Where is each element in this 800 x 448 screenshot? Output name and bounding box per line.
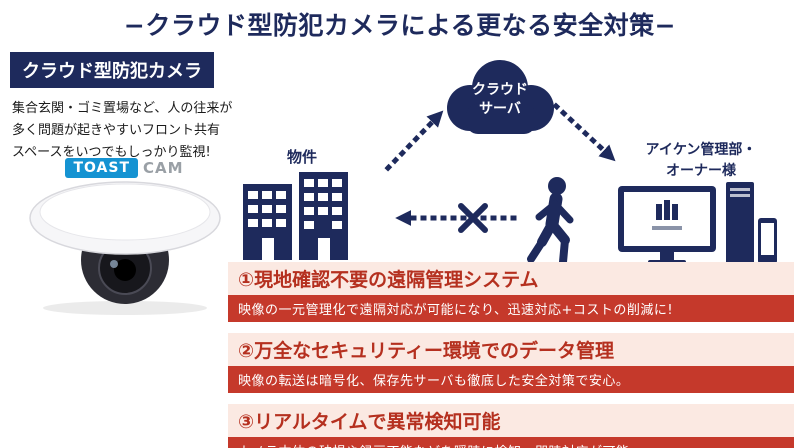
toastcam-logo: TOAST CAM [22,158,227,178]
description-text: 集合玄関・ゴミ置場など、人の往来が 多く問題が起きやすいフロント共有 スペースを… [12,98,232,164]
cloud-server: クラウド サーバ [438,58,562,138]
feature-item-1: ①現地確認不要の遠隔管理システム 映像の一元管理化で遠隔対応が可能になり、迅速対… [228,262,794,322]
arrow-property-to-cloud [384,110,444,172]
feature-list: ①現地確認不要の遠隔管理システム 映像の一元管理化で遠隔対応が可能になり、迅速対… [228,262,794,448]
page-title: −クラウド型防犯カメラによる更なる安全対策− [123,11,677,40]
property-label: 物件 [286,148,317,166]
description-line-1: 集合玄関・ゴミ置場など、人の往来が [12,101,233,116]
cloud-server-label: クラウド サーバ [438,58,562,138]
description-line-2: 多く問題が起きやすいフロント共有 [12,123,221,139]
section-badge: クラウド型防犯カメラ [10,52,214,88]
feature-detail-2: 映像の転送は暗号化、保存先サーバも徹底した安全対策で安心。 [228,366,794,393]
management-label: アイケン管理部・ オーナー様 [606,140,796,182]
cloud-label-line-1: クラウド [472,82,528,99]
block-x-icon [458,203,488,233]
feature-heading-3: ③リアルタイムで異常検知可能 [228,404,794,437]
management-label-line-1: アイケン管理部・ [645,142,757,158]
description-line-3: スペースをいつでもしっかり監視! [12,145,211,161]
dotted-arrows [384,102,616,227]
cloud-icon [447,60,554,134]
computer-icon [618,182,777,266]
management-label-line-2: オーナー様 [666,163,736,179]
feature-detail-1: 映像の一元管理化で遠隔対応が可能になり、迅速対応+コストの削減に! [228,295,794,322]
feature-item-2: ②万全なセキュリティー環境でのデータ管理 映像の転送は暗号化、保存先サーバも徹底… [228,333,794,393]
cam-brand-label: CAM [143,159,184,177]
security-camera-image: TOAST CAM [22,158,227,319]
arrow-cloud-to-management [552,102,616,162]
feature-heading-2: ②万全なセキュリティー環境でのデータ管理 [228,333,794,366]
dome-camera-icon [28,181,221,315]
feature-detail-3: カメラ本体の破損や録画不能などを瞬時に検知、即時対応が可能。 [228,437,794,448]
feature-item-3: ③リアルタイムで異常検知可能 カメラ本体の破損や録画不能などを瞬時に検知、即時対… [228,404,794,448]
monitor-screen-logo [652,200,682,230]
feature-heading-1: ①現地確認不要の遠隔管理システム [228,262,794,295]
buildings-icon [243,172,348,260]
toast-brand-label: TOAST [65,158,138,178]
cloud-label-line-2: サーバ [479,101,521,117]
person-icon [527,177,574,266]
